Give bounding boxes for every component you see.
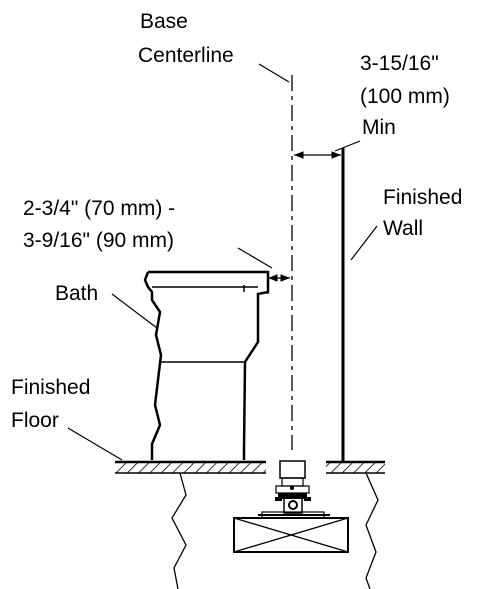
finished-wall-leader (350, 225, 378, 261)
bath (143, 270, 270, 460)
wall-distance-label: 3-15/16" (100 mm) Min (360, 52, 456, 139)
drain-assembly (233, 460, 349, 553)
finished-floor (115, 460, 385, 474)
floor-break-right (365, 472, 379, 589)
finished-floor-label: Finished Floor (11, 376, 96, 432)
base-distance-leader (237, 247, 273, 269)
base-distance-label: 2-3/4" (70 mm) - 3-9/16" (90 mm) (23, 197, 181, 252)
wall-distance-leader (334, 140, 361, 152)
bath-label: Bath (55, 282, 98, 305)
floor-break-left (171, 472, 187, 589)
floor-leader (67, 427, 123, 461)
finished-wall-label: Finished Wall (383, 186, 468, 240)
centerline-leader (258, 63, 290, 83)
base-centerline-label: Base Centerline (138, 10, 234, 67)
bath-leader (111, 293, 158, 329)
